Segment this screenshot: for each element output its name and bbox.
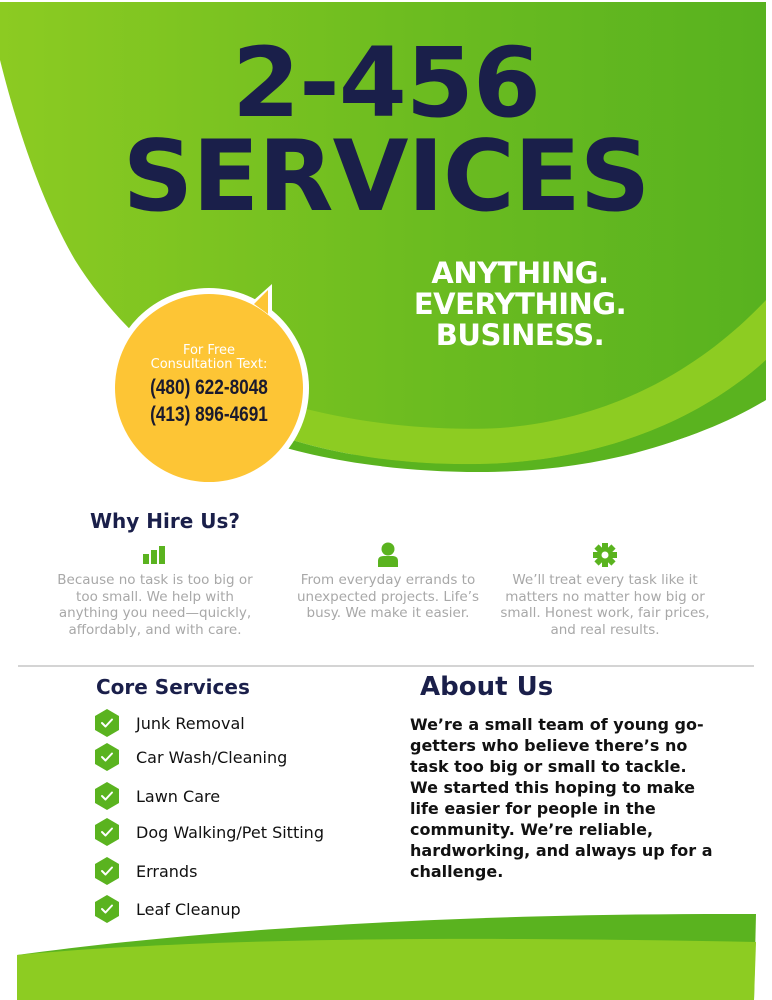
feature-description: Because no task is too big or too small.… [57,572,253,638]
consultation-bubble [109,284,309,488]
phone-number-1[interactable]: (480) 622-8048 [150,376,268,399]
tagline-line-1: ANYTHING. [431,256,609,290]
gear-icon [494,542,716,568]
footer-green-shape [17,913,756,1000]
service-item: Leaf Cleanup [94,894,241,924]
hex-check-icon [94,817,120,847]
business-name-services: SERVICES [122,120,651,234]
service-item: Car Wash/Cleaning [94,742,287,772]
hex-check-icon [94,856,120,886]
service-label: Dog Walking/Pet Sitting [136,822,324,842]
business-name-number: 2-456 [231,27,541,139]
service-item: Dog Walking/Pet Sitting [94,817,324,847]
feature-item: From everyday errands to unexpected proj… [278,542,498,622]
phone-number-2[interactable]: (413) 896-4691 [150,403,268,426]
service-item: Lawn Care [94,781,220,811]
feature-item: Because no task is too big or too small.… [45,542,265,638]
hex-check-icon [94,742,120,772]
about-us-text: We’re a small team of young go-getters w… [410,715,713,881]
hex-check-icon [94,708,120,738]
core-services-heading: Core Services [96,675,250,699]
tagline-line-3: BUSINESS. [435,318,605,352]
consultation-label-line-2: Consultation Text: [150,357,268,372]
consultation-label: For Free Consultation Text: [104,344,314,372]
tagline-line-2: EVERYTHING. [413,287,627,321]
service-label: Car Wash/Cleaning [136,747,288,767]
person-icon [278,542,498,568]
why-hire-us-heading: Why Hire Us? [90,509,241,533]
service-item: Errands [94,856,197,886]
service-label: Lawn Care [136,786,221,806]
service-label: Leaf Cleanup [136,899,241,919]
about-us-heading: About Us [420,672,554,702]
section-divider [18,665,754,667]
feature-description: From everyday errands to unexpected proj… [296,572,480,621]
hex-check-icon [94,781,120,811]
feature-item: We’ll treat every task like it matters n… [494,542,716,638]
service-label: Errands [136,861,198,881]
service-item: Junk Removal [94,708,245,738]
hex-check-icon [94,894,120,924]
service-label: Junk Removal [136,713,245,733]
bar-chart-icon [45,542,265,568]
consultation-label-line-1: For Free [182,343,236,358]
feature-description: We’ll treat every task like it matters n… [500,572,710,638]
